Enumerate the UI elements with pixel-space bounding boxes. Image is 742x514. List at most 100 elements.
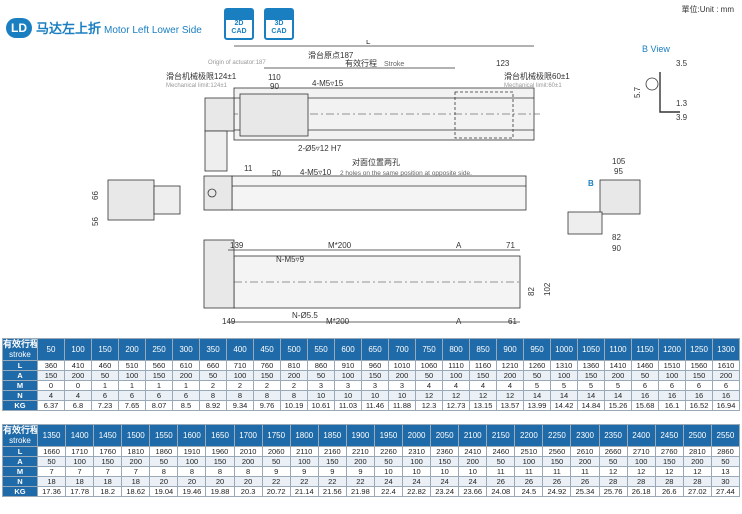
table-cell: 3	[307, 380, 335, 391]
table-cell: 1560	[685, 360, 713, 371]
stroke-value: 800	[442, 338, 470, 361]
table-cell: 13.99	[523, 400, 551, 411]
stroke-value: 2000	[402, 424, 432, 447]
dim-82-v: 82	[527, 287, 536, 296]
table-cell: 17.78	[65, 486, 95, 497]
table-cell: 50	[710, 456, 741, 467]
table-cell: 22	[317, 476, 347, 487]
table-cell: 10	[402, 466, 432, 477]
table-cell: 150	[654, 456, 684, 467]
table-cell: 150	[361, 370, 389, 381]
stroke-value: 1650	[205, 424, 235, 447]
table-cell: 50	[91, 370, 119, 381]
table-cell: 24.5	[514, 486, 544, 497]
table-cell: 21.14	[289, 486, 319, 497]
stroke-value: 500	[280, 338, 308, 361]
table-cell: 8	[149, 466, 179, 477]
table-cell: 12	[682, 466, 712, 477]
row-label: L	[2, 446, 38, 457]
table-cell: 7	[93, 466, 123, 477]
table-cell: 100	[442, 370, 470, 381]
table-cell: 27.44	[710, 486, 741, 497]
table-cell: 50	[631, 370, 659, 381]
b-marker: B	[588, 179, 594, 188]
table-cell: 12.73	[442, 400, 470, 411]
cad-3d-icon	[266, 10, 292, 20]
table-cell: 200	[280, 370, 308, 381]
table-cell: 960	[361, 360, 389, 371]
stroke-value: 1350	[36, 424, 67, 447]
table-cell: 16.52	[685, 400, 713, 411]
table-cell: 100	[334, 370, 362, 381]
table-cell: 1110	[442, 360, 470, 371]
stroke-value: 2200	[514, 424, 544, 447]
table-cell: 1760	[93, 446, 123, 457]
table-cell: 9	[317, 466, 347, 477]
mech-limit-left: 滑台机械极限124±1	[166, 71, 237, 81]
table-cell: 11.03	[334, 400, 362, 411]
stroke-value: 1700	[233, 424, 263, 447]
dim-3-5: 3.5	[676, 59, 688, 68]
table-cell: 8.5	[172, 400, 200, 411]
table-cell: 22	[345, 476, 375, 487]
opposite-cn: 对面位置两孔	[352, 157, 400, 167]
table-cell: 6	[631, 380, 659, 391]
table-cell: 2160	[317, 446, 347, 457]
table-cell: 1460	[631, 360, 659, 371]
table-cell: 2860	[710, 446, 741, 457]
table-cell: 2560	[542, 446, 572, 457]
table-cell: 3	[388, 380, 416, 391]
bottom-view-body	[233, 255, 521, 309]
table-cell: 9	[289, 466, 319, 477]
table-cell: 12	[654, 466, 684, 477]
dim-90-end: 90	[612, 244, 621, 253]
table-cell: 25.34	[570, 486, 600, 497]
table-cell: 24	[402, 476, 432, 487]
table-cell: 150	[253, 370, 281, 381]
table-cell: 100	[226, 370, 254, 381]
table-cell: 2610	[570, 446, 600, 457]
table-cell: 12	[442, 390, 470, 401]
table-cell: 100	[289, 456, 319, 467]
table-cell: 1660	[36, 446, 67, 457]
table-cell: 1510	[658, 360, 686, 371]
table-cell: 16	[712, 390, 740, 401]
stroke-value: 2300	[570, 424, 600, 447]
table-cell: 10	[430, 466, 460, 477]
table-cell: 2510	[514, 446, 544, 457]
dim-5-7: 5.7	[633, 86, 642, 98]
table-cell: 2	[199, 380, 227, 391]
table-cell: 16	[658, 390, 686, 401]
cad-3d-button[interactable]: 3D CAD	[264, 8, 294, 40]
table-cell: 14	[550, 390, 578, 401]
table-cell: 200	[712, 370, 740, 381]
table-cell: 150	[37, 370, 65, 381]
stroke-value: 2550	[710, 424, 741, 447]
series-badge: LD	[6, 18, 32, 38]
cad-2d-button[interactable]: 2D CAD	[224, 8, 254, 40]
table-cell: 23.66	[458, 486, 488, 497]
table-cell: 19.88	[205, 486, 235, 497]
stroke-value: 1400	[65, 424, 95, 447]
table-cell: 50	[149, 456, 179, 467]
table-cell: 13.15	[469, 400, 497, 411]
table-cell: 0	[37, 380, 65, 391]
top-motor	[204, 130, 228, 172]
table-cell: 16	[685, 390, 713, 401]
table-cell: 4	[469, 380, 497, 391]
table-cell: 22.82	[402, 486, 432, 497]
dim-82-h: 82	[612, 233, 621, 242]
table-cell: 200	[233, 456, 263, 467]
table-cell: 2360	[430, 446, 460, 457]
table-cell: 8	[199, 390, 227, 401]
table-cell: 2760	[654, 446, 684, 457]
table-cell: 4	[442, 380, 470, 391]
stroke-value: 2450	[654, 424, 684, 447]
bottom-view: 139 M*200 A 71 N-M5▿9 N-Ø5.5 149 M*200 A…	[203, 239, 552, 326]
table-cell: 460	[91, 360, 119, 371]
table-cell: 22	[261, 476, 291, 487]
table-cell: 200	[570, 456, 600, 467]
